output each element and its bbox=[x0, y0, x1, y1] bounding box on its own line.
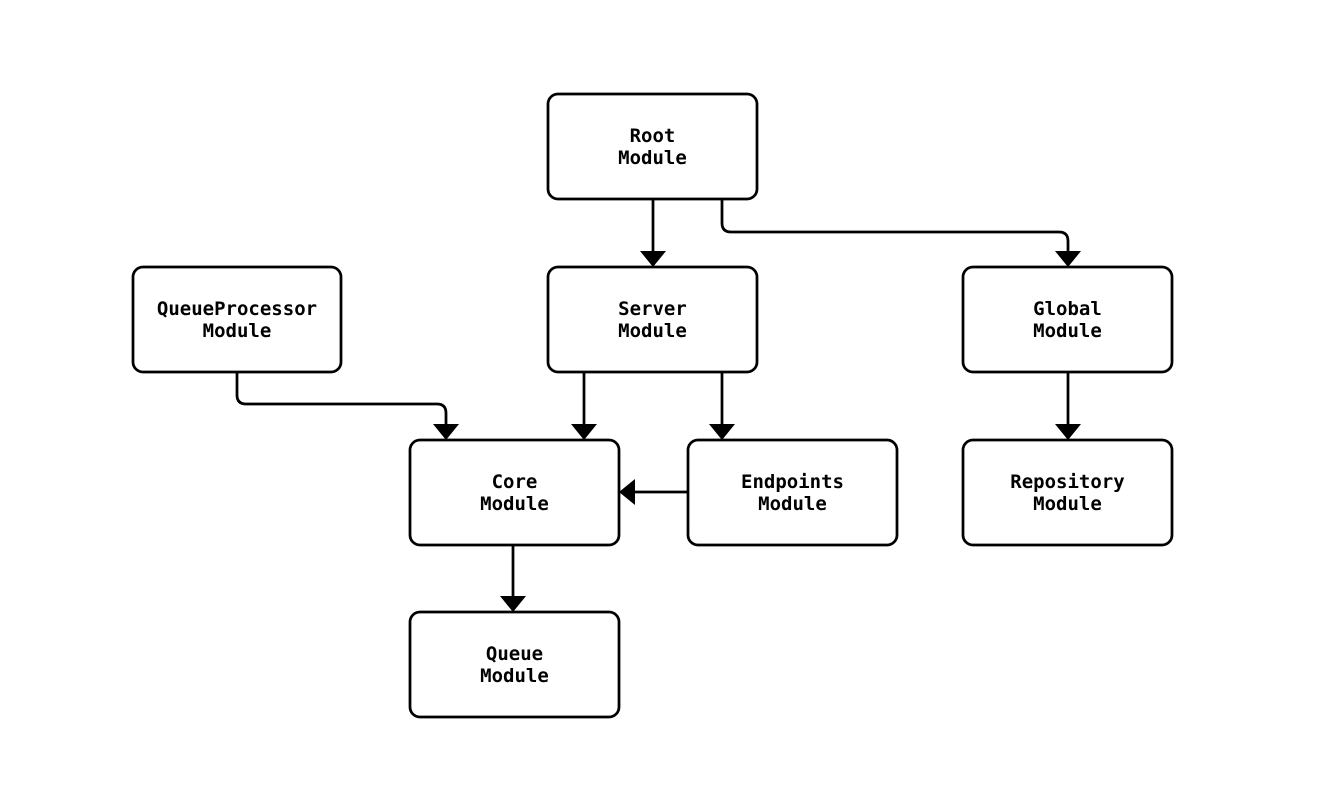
edge-queueprocessor-core bbox=[235, 372, 448, 438]
arrowhead-server-endpoints bbox=[709, 424, 735, 440]
arrowhead-root-global bbox=[1055, 251, 1081, 267]
arrowhead-queueprocessor-core bbox=[433, 424, 459, 440]
arrowhead-core-queue bbox=[500, 596, 526, 612]
node-box-queueprocessor bbox=[131, 265, 343, 374]
arrowhead-root-server bbox=[640, 251, 666, 267]
node-box-global bbox=[961, 265, 1174, 374]
arrowhead-server-core bbox=[571, 424, 597, 440]
node-box-queue bbox=[408, 610, 621, 719]
edge-root-global bbox=[720, 199, 1070, 265]
node-box-core bbox=[408, 438, 621, 547]
arrowhead-global-repository bbox=[1055, 424, 1081, 440]
arrowhead-endpoints-core bbox=[619, 479, 635, 505]
node-box-repository bbox=[961, 438, 1174, 547]
node-box-server bbox=[546, 265, 759, 374]
node-box-root bbox=[546, 92, 759, 201]
node-box-endpoints bbox=[686, 438, 899, 547]
